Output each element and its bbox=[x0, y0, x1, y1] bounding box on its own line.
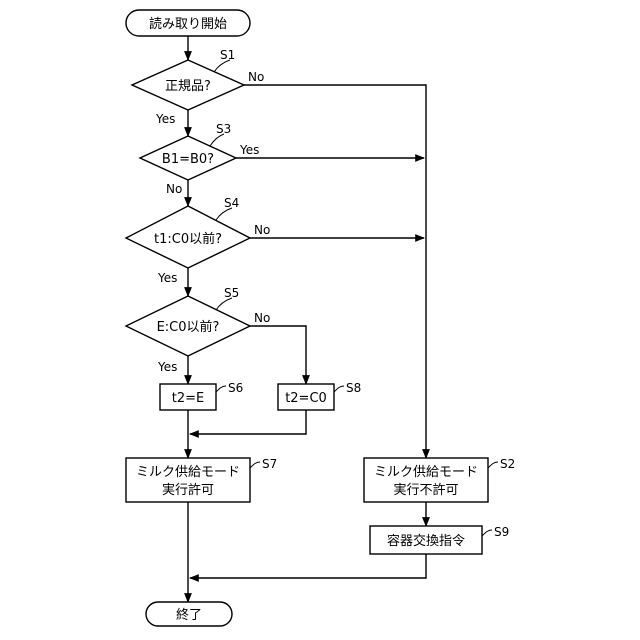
s4-no: No bbox=[254, 223, 270, 237]
end-label: 終了 bbox=[176, 607, 202, 623]
decision-s5: E:C0以前? S5 No Yes bbox=[126, 286, 270, 374]
s4-yes: Yes bbox=[157, 271, 177, 285]
process-s9: 容器交換指令 S9 bbox=[370, 525, 509, 554]
s7-leader bbox=[250, 462, 260, 468]
s2-id: S2 bbox=[500, 457, 515, 471]
s1-yes: Yes bbox=[155, 112, 175, 126]
end-terminal: 終了 bbox=[146, 602, 232, 626]
s3-id: S3 bbox=[216, 122, 231, 136]
s3-yes: Yes bbox=[239, 143, 259, 157]
s7-id: S7 bbox=[262, 457, 277, 471]
s6-id: S6 bbox=[228, 381, 243, 395]
s9-label: 容器交換指令 bbox=[387, 533, 465, 549]
s3-label: B1=B0? bbox=[162, 152, 214, 167]
decision-s4: t1:C0以前? S4 No Yes bbox=[126, 196, 270, 285]
s1-id: S1 bbox=[220, 48, 235, 62]
s5-yes: Yes bbox=[157, 360, 177, 374]
decision-s1: 正規品? S1 No Yes bbox=[132, 48, 264, 126]
s8-leader bbox=[334, 386, 344, 392]
s8-id: S8 bbox=[346, 381, 361, 395]
s4-id: S4 bbox=[224, 196, 239, 210]
s5-id: S5 bbox=[224, 286, 239, 300]
arrow-s8-to-merge bbox=[190, 410, 306, 434]
process-s7: ミルク供給モード 実行許可 S7 bbox=[126, 457, 277, 502]
s7-line2: 実行許可 bbox=[162, 482, 214, 498]
s1-label: 正規品? bbox=[165, 79, 211, 94]
s9-id: S9 bbox=[494, 525, 509, 539]
s1-no: No bbox=[248, 70, 264, 84]
s2-line1: ミルク供給モード bbox=[374, 465, 478, 480]
arrow-s5-to-s8 bbox=[250, 326, 306, 384]
s5-label: E:C0以前? bbox=[157, 319, 220, 335]
process-s8: t2=C0 S8 bbox=[278, 381, 361, 410]
s3-no: No bbox=[166, 182, 182, 196]
s5-no: No bbox=[254, 311, 270, 325]
s9-leader bbox=[482, 530, 492, 536]
start-terminal: 読み取り開始 bbox=[126, 10, 250, 36]
process-s6: t2=E S6 bbox=[160, 381, 243, 410]
s7-line1: ミルク供給モード bbox=[136, 465, 240, 480]
s2-leader bbox=[488, 462, 498, 468]
s6-label: t2=E bbox=[172, 391, 204, 406]
s2-line2: 実行不許可 bbox=[393, 482, 458, 498]
s4-label: t1:C0以前? bbox=[154, 231, 222, 247]
start-label: 読み取り開始 bbox=[149, 16, 227, 32]
arrow-s9-to-end bbox=[190, 554, 426, 578]
decision-s3: B1=B0? S3 Yes No bbox=[140, 122, 259, 196]
arrow-s1-to-s2 bbox=[244, 85, 426, 458]
s6-leader bbox=[216, 386, 226, 392]
process-s2: ミルク供給モード 実行不許可 S2 bbox=[364, 457, 515, 502]
s8-label: t2=C0 bbox=[285, 391, 327, 406]
